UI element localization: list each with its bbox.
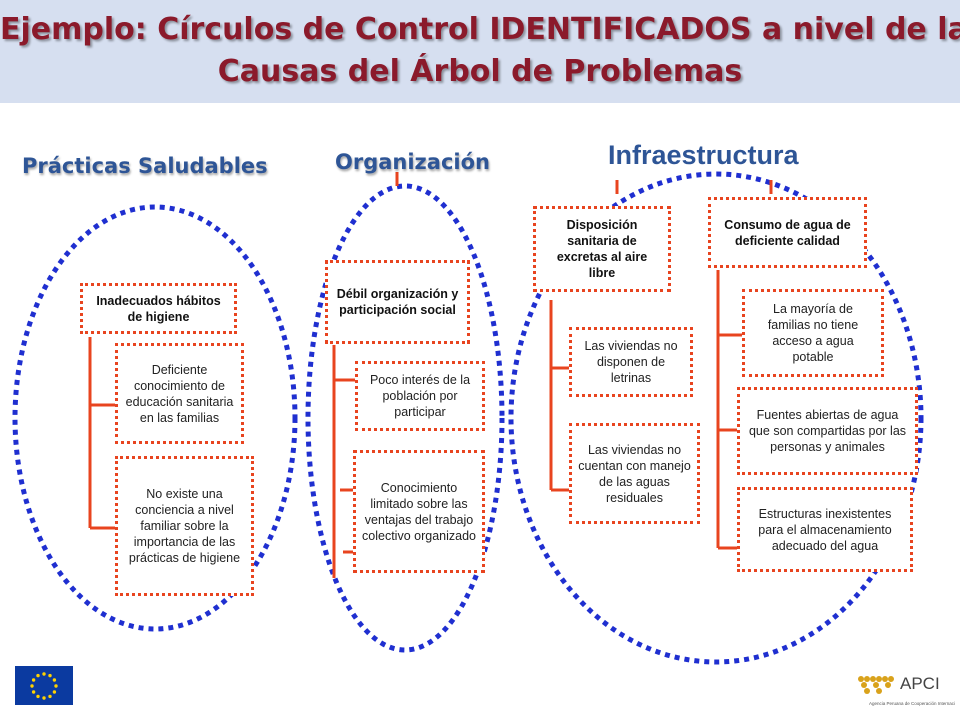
- group-title-infraestructura: Infraestructura: [608, 140, 799, 170]
- box-practicas-child-2: No existe una conciencia a nivel familia…: [115, 456, 254, 596]
- box-infra-2-child-1: La mayoría de familias no tiene acceso a…: [742, 289, 884, 377]
- page-title-line-1: Ejemplo: Círculos de Control IDENTIFICAD…: [0, 12, 960, 47]
- box-infra-2-child-2: Fuentes abiertas de agua que son compart…: [737, 387, 918, 475]
- circle-infraestructura: [508, 171, 924, 665]
- box-infra-2-child-3: Estructuras inexistentes para el almacen…: [737, 487, 913, 572]
- eu-flag-logo: [15, 666, 73, 705]
- box-infra-1-parent: Disposición sanitaria de excretas al air…: [533, 206, 671, 292]
- box-infra-2-parent: Consumo de agua de deficiente calidad: [708, 197, 867, 268]
- box-infra-1-child-1: Las viviendas no disponen de letrinas: [569, 327, 693, 397]
- page-title-line-2: Causas del Árbol de Problemas: [217, 54, 743, 89]
- title-banner: Ejemplo: Círculos de Control IDENTIFICAD…: [0, 0, 960, 103]
- box-organizacion-child-1: Poco interés de la población por partici…: [355, 361, 485, 431]
- connectors-practicas: [88, 337, 117, 530]
- box-practicas-child-1: Deficiente conocimiento de educación san…: [115, 343, 244, 444]
- circle-practicas: [12, 204, 298, 632]
- apci-tagline: Agencia Peruana de Cooperación Internaci…: [869, 701, 955, 706]
- circle-organizacion: [305, 183, 505, 653]
- connectors-infra-1: [549, 300, 570, 492]
- box-organizacion-child-2: Conocimiento limitado sobre las ventajas…: [353, 450, 485, 573]
- box-practicas-parent: Inadecuados hábitos de higiene: [80, 283, 237, 334]
- connectors-infra-2: [716, 270, 742, 550]
- box-organizacion-parent: Débil organización y participación socia…: [325, 260, 470, 344]
- group-title-organizacion: Organización: [335, 150, 490, 174]
- apci-logo-text: APCI: [900, 674, 940, 693]
- apci-logo: APCI Agencia Peruana de Cooperación Inte…: [855, 667, 960, 709]
- group-title-practicas: Prácticas Saludables: [22, 154, 268, 178]
- box-infra-1-child-2: Las viviendas no cuentan con manejo de l…: [569, 423, 700, 524]
